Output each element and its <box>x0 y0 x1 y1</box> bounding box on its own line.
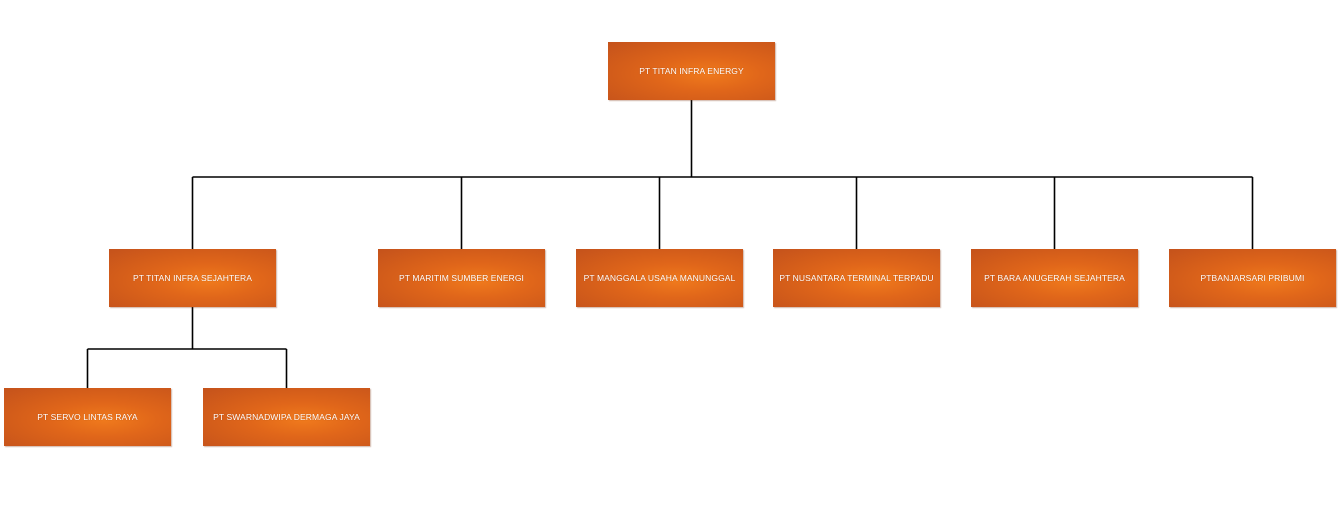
node-label: PT MANGGALA USAHA MANUNGGAL <box>583 273 736 283</box>
node-bara-anugerah-sejahtera[interactable]: PT BARA ANUGERAH SEJAHTERA <box>971 249 1138 307</box>
node-label: PT TITAN INFRA SEJAHTERA <box>132 273 253 283</box>
node-label: PT SERVO LINTAS RAYA <box>37 412 138 422</box>
node-titan-infra-sejahtera[interactable]: PT TITAN INFRA SEJAHTERA <box>109 249 276 307</box>
node-label: PT TITAN INFRA ENERGY <box>639 66 744 76</box>
node-label: PT SWARNADWIPA DERMAGA JAYA <box>213 412 360 422</box>
node-manggala-usaha-manunggal[interactable]: PT MANGGALA USAHA MANUNGGAL <box>576 249 743 307</box>
node-banjarsari-pribumi[interactable]: PTBANJARSARI PRIBUMI <box>1169 249 1336 307</box>
node-swarnadwipa-dermaga-jaya[interactable]: PT SWARNADWIPA DERMAGA JAYA <box>203 388 370 446</box>
node-label: PT BARA ANUGERAH SEJAHTERA <box>984 273 1125 283</box>
node-maritim-sumber-energi[interactable]: PT MARITIM SUMBER ENERGI <box>378 249 545 307</box>
node-label: PT MARITIM SUMBER ENERGI <box>398 273 525 283</box>
node-label: PT NUSANTARA TERMINAL TERPADU <box>779 273 934 283</box>
node-nusantara-terminal-terpadu[interactable]: PT NUSANTARA TERMINAL TERPADU <box>773 249 940 307</box>
node-titan-infra-energy[interactable]: PT TITAN INFRA ENERGY <box>608 42 775 100</box>
node-servo-lintas-raya[interactable]: PT SERVO LINTAS RAYA <box>4 388 171 446</box>
node-label: PTBANJARSARI PRIBUMI <box>1200 273 1305 283</box>
